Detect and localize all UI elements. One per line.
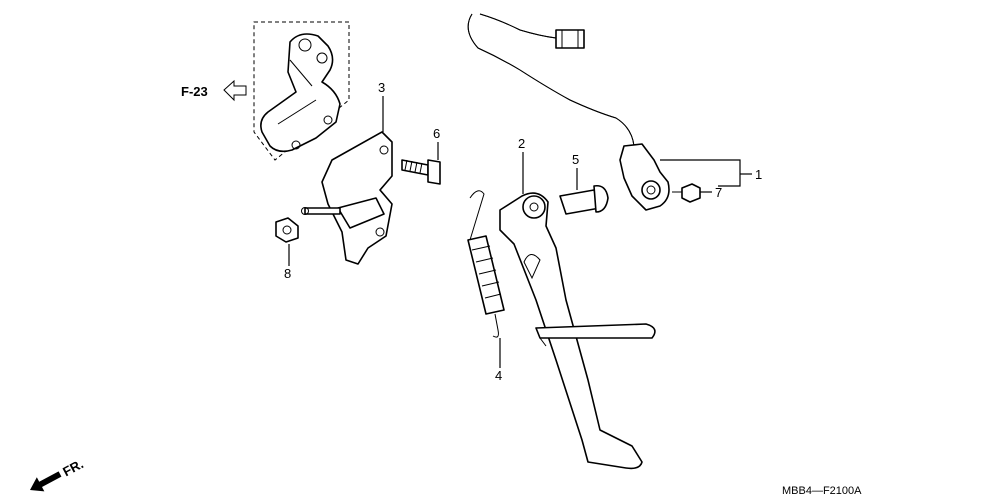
- callout-6: 6: [433, 126, 440, 141]
- stand-bracket: [301, 131, 393, 265]
- reference-arrow-icon: [223, 79, 247, 102]
- reference-bracket-group: [253, 21, 350, 161]
- callout-7: 7: [715, 185, 722, 200]
- callout-3: 3: [378, 80, 385, 95]
- side-stand: [499, 192, 656, 470]
- callout-5: 5: [572, 152, 579, 167]
- front-arrow-icon: [30, 471, 62, 492]
- drawing-code: MBB4—F2100A: [782, 485, 862, 497]
- stand-bolt: [559, 184, 609, 215]
- reference-label: F-23: [181, 84, 208, 99]
- switch-screw: [672, 183, 701, 203]
- front-label: FR.: [60, 456, 86, 479]
- callout-1: 1: [755, 167, 762, 182]
- leader-lines: [288, 96, 752, 368]
- pivot-bolt: [401, 159, 441, 185]
- nut: [275, 217, 299, 243]
- callout-2: 2: [518, 136, 525, 151]
- callout-4: 4: [495, 368, 502, 383]
- side-stand-switch: [467, 13, 670, 211]
- return-spring: [467, 190, 505, 338]
- front-indicator: FR.: [30, 456, 86, 492]
- callout-8: 8: [284, 266, 291, 281]
